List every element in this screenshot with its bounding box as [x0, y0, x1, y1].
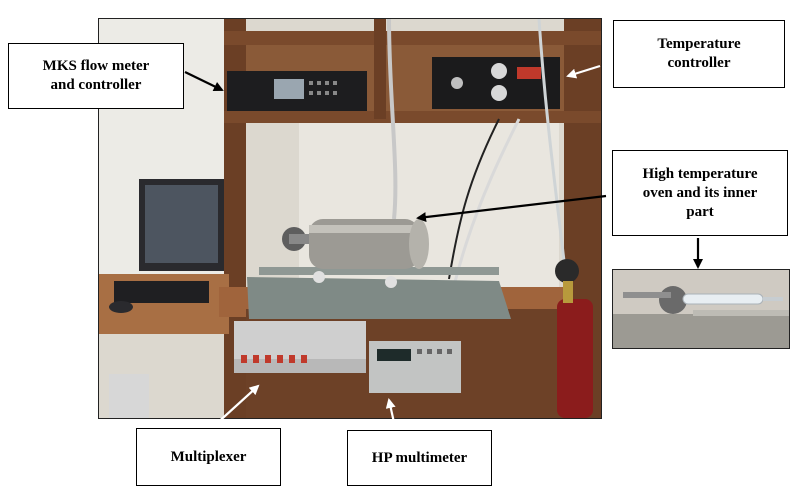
temperature-controller-label: Temperature controller: [613, 20, 785, 88]
oven-inner-part-photo: [612, 269, 790, 349]
oven-label: High temperature oven and its inner part: [612, 150, 788, 236]
mks-flow-meter-label: MKS flow meter and controller: [8, 43, 184, 109]
hp-multimeter-label: HP multimeter: [347, 430, 492, 486]
multiplexer-label: Multiplexer: [136, 428, 281, 486]
